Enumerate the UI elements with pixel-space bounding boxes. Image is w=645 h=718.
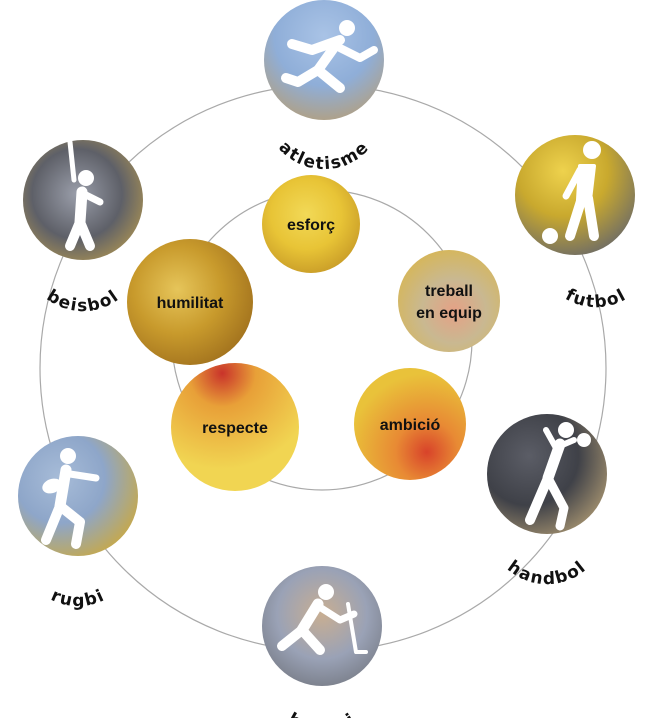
sport-handbol: handbol bbox=[487, 414, 607, 589]
value-label: esforç bbox=[287, 217, 335, 234]
svg-text:atletisme: atletisme bbox=[275, 137, 374, 174]
sport-hoquei: hoquei bbox=[262, 566, 382, 718]
svg-text:ambició: ambició bbox=[380, 417, 441, 434]
value-esforc: esforç bbox=[262, 175, 360, 273]
sport-atletisme: atletisme bbox=[264, 0, 384, 174]
value-respecte: respecte bbox=[171, 363, 299, 491]
svg-text:rugbi: rugbi bbox=[48, 586, 108, 612]
hockey-player-icon bbox=[277, 584, 368, 655]
value-ambicio: ambició bbox=[354, 368, 466, 480]
sport-label: hoquei bbox=[284, 709, 358, 718]
rugby-player-icon bbox=[41, 448, 100, 549]
handball-player-icon bbox=[525, 422, 591, 531]
svg-text:hoquei: hoquei bbox=[284, 709, 359, 718]
svg-text:beisbol: beisbol bbox=[43, 286, 123, 316]
value-label: ambició bbox=[380, 417, 441, 434]
value-label-line-1: treball bbox=[425, 283, 473, 300]
value-label-line-2: en equip bbox=[416, 305, 482, 322]
svg-text:futbol: futbol bbox=[562, 285, 630, 312]
sport-futbol: futbol bbox=[515, 135, 635, 312]
sport-label: futbol bbox=[562, 285, 628, 312]
sport-label: atletisme bbox=[275, 137, 372, 174]
sport-rugbi: rugbi bbox=[18, 436, 138, 611]
value-label: respecte bbox=[202, 420, 268, 437]
svg-text:respecte: respecte bbox=[202, 420, 268, 437]
svg-text:esforç: esforç bbox=[287, 217, 335, 234]
baseball-batter-icon bbox=[65, 139, 104, 251]
value-humilitat: humilitat bbox=[127, 239, 253, 365]
sport-label: beisbol bbox=[43, 286, 121, 316]
value-treball-en-equip: treball en equip bbox=[398, 250, 500, 352]
svg-text:humilitat: humilitat bbox=[157, 295, 224, 312]
sport-beisbol: beisbol bbox=[23, 139, 143, 316]
footballer-icon bbox=[542, 141, 601, 244]
svg-text:handbol: handbol bbox=[504, 557, 591, 590]
runner-icon bbox=[281, 20, 378, 93]
sport-label: rugbi bbox=[48, 586, 107, 612]
sport-label: handbol bbox=[504, 557, 589, 590]
value-label: humilitat bbox=[157, 295, 224, 312]
